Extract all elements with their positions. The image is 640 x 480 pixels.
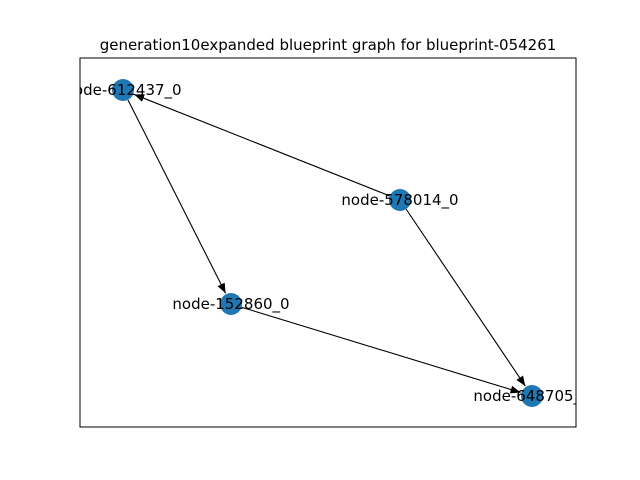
- node-circle-n612437: [112, 79, 134, 101]
- edges-layer: [127, 93, 526, 394]
- chart-title: generation10expanded blueprint graph for…: [100, 36, 557, 54]
- edge-n612437-to-n152860: [127, 99, 227, 294]
- node-label-n578014: node-578014_0: [341, 191, 458, 210]
- nodes-layer: [112, 79, 543, 407]
- node-label-n152860: node-152860_0: [172, 295, 289, 314]
- edge-n578014-to-n648705: [405, 208, 526, 387]
- labels-layer: node-612437_0 node-578014_0 node-152860_0n…: [64, 81, 590, 406]
- node-circle-n648705: [521, 385, 543, 407]
- edge-n578014-to-n612437: [133, 93, 390, 197]
- node-label-n612437: node-612437_0: [64, 81, 181, 100]
- node-circle-n578014: [389, 189, 411, 211]
- plot-frame: [79, 57, 577, 428]
- edge-n152860-to-n648705: [241, 306, 521, 394]
- node-circle-n152860: [220, 293, 242, 315]
- node-label-n648705: node-648705_0: [473, 387, 590, 406]
